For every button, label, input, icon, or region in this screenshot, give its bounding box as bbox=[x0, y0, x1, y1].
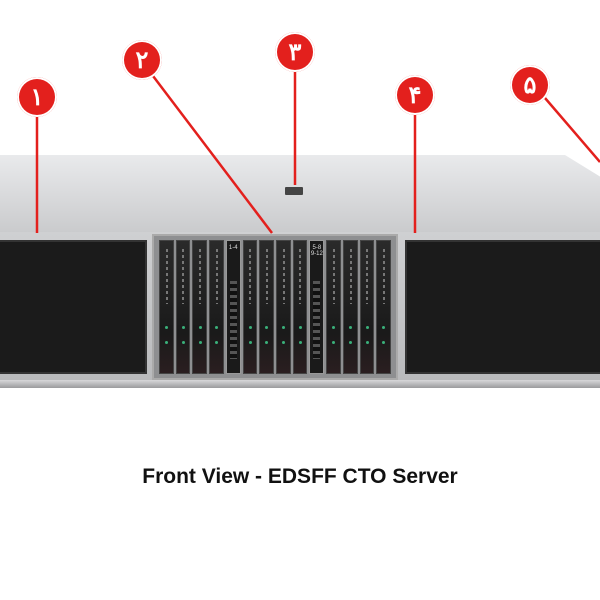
edsff-drive bbox=[259, 240, 275, 374]
edsff-drive bbox=[159, 240, 174, 374]
left-vent-grille bbox=[0, 240, 147, 374]
bay-label: 1-4 bbox=[228, 245, 238, 251]
chassis-bottom-lip bbox=[0, 380, 600, 388]
callout-1: ۱ bbox=[17, 77, 57, 117]
edsff-drive bbox=[376, 240, 392, 374]
edsff-drive bbox=[359, 240, 375, 374]
callout-line-5 bbox=[544, 97, 600, 163]
edsff-drive bbox=[276, 240, 291, 374]
edsff-drive bbox=[242, 240, 258, 374]
edsff-drive bbox=[342, 240, 358, 374]
callout-line-2 bbox=[149, 71, 273, 234]
bay-divider-right: 5-8 9-12 bbox=[309, 240, 325, 374]
bay-label: 5-8 9-12 bbox=[310, 245, 323, 257]
hpe-logo bbox=[285, 187, 303, 195]
edsff-drive bbox=[292, 240, 308, 374]
server-chassis-top bbox=[0, 155, 600, 235]
right-vent-grille bbox=[405, 240, 600, 374]
figure-caption: Front View - EDSFF CTO Server bbox=[142, 465, 458, 488]
callout-3: ۳ bbox=[275, 32, 315, 72]
callout-5: ۵ bbox=[510, 65, 550, 105]
edsff-drive bbox=[175, 240, 191, 374]
edsff-drive bbox=[192, 240, 208, 374]
callout-2: ۲ bbox=[122, 40, 162, 80]
callout-4: ۴ bbox=[395, 75, 435, 115]
bay-divider-left: 1-4 bbox=[225, 240, 241, 374]
edsff-drive bbox=[209, 240, 224, 374]
drive-bay: 1-4 5-8 9-12 bbox=[152, 234, 398, 380]
edsff-drive bbox=[326, 240, 341, 374]
